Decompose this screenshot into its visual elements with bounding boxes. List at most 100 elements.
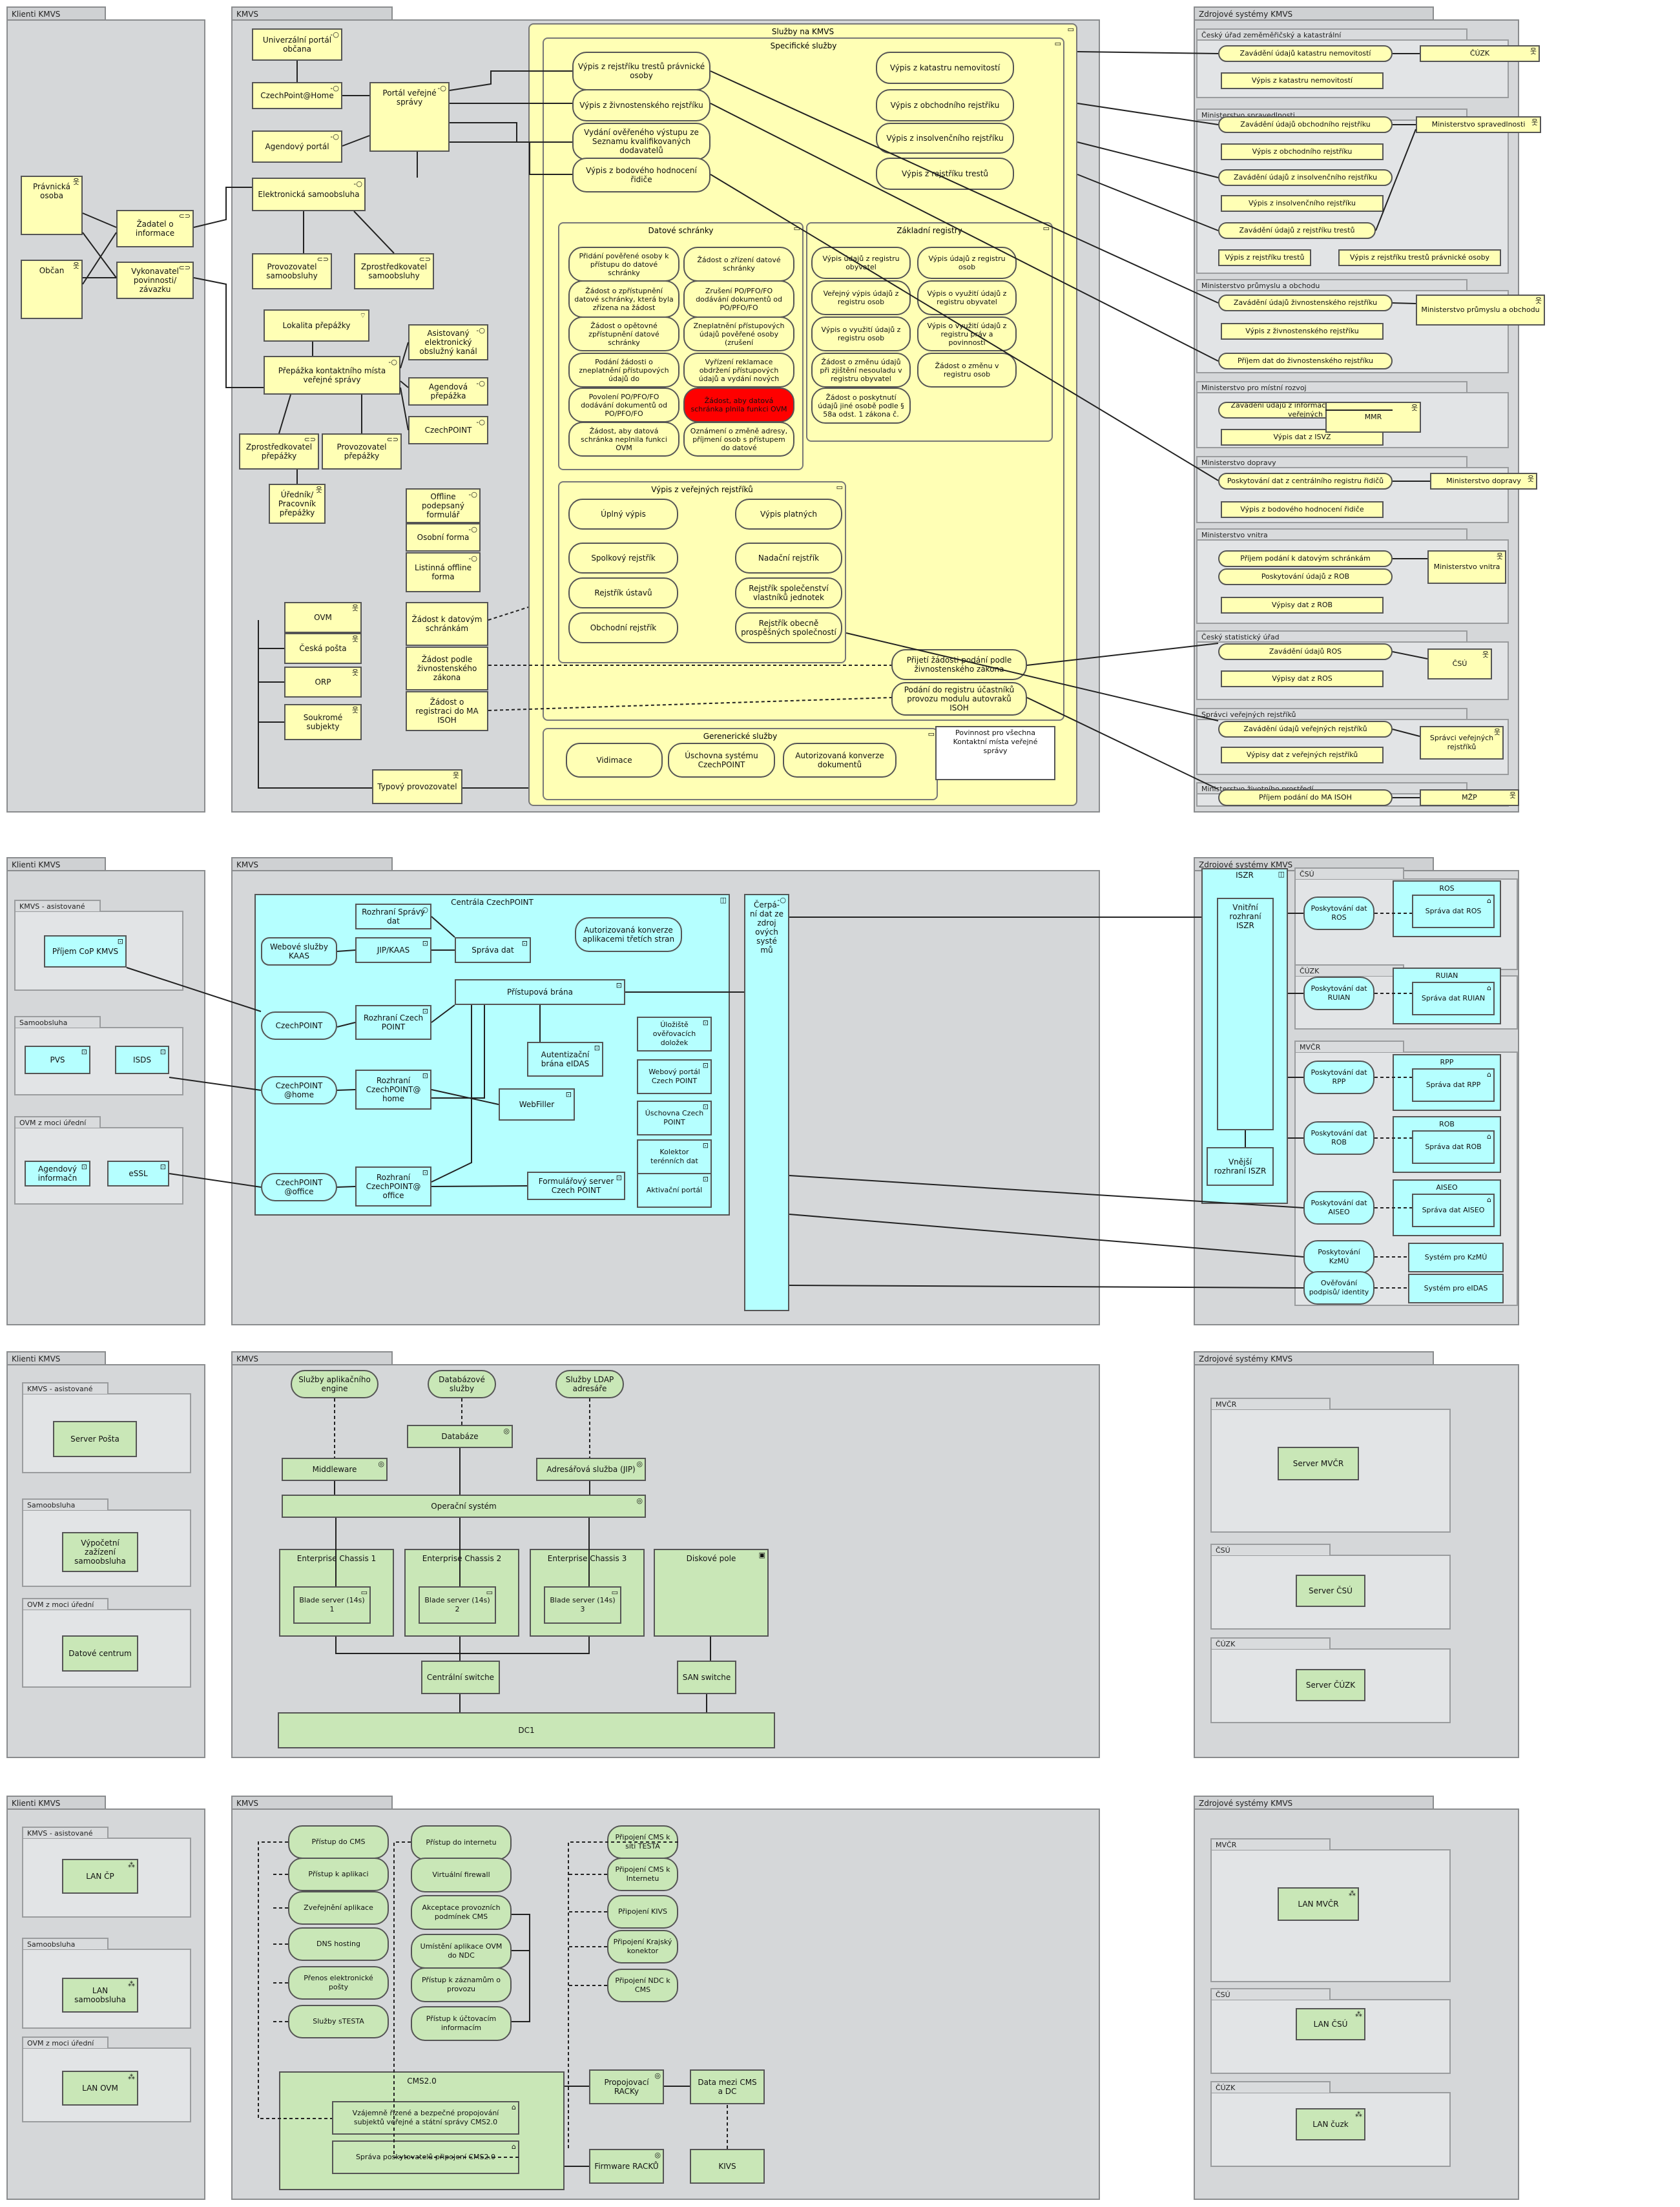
datove-right-4: Žádost, aby datová schránka plnila funkc… <box>683 388 794 422</box>
network-icon: ⁂ <box>1349 1889 1356 1898</box>
tech-cuzk-label: ČÚZK <box>1210 1637 1331 1649</box>
net-col2-1: Virtuální firewall <box>411 1858 512 1892</box>
role-icon: ⊂⊃ <box>178 212 191 220</box>
component-icon: ⊡ <box>521 939 528 948</box>
provozovatel-samoobsluhy: Provozovatel samoobsluhy⊂⊃ <box>252 253 332 289</box>
component-icon: ⊡ <box>702 1175 709 1183</box>
zakladni-right-0: Výpis údajů z registru osob <box>917 247 1017 279</box>
src-7-item-0: Zavádění údajů veřejných rejstříků <box>1218 721 1393 738</box>
src-tab-0: Český úřad zeměměřičský a katastrální <box>1196 28 1467 40</box>
net-col1-2: Zveřejnění aplikace <box>288 1891 389 1925</box>
spec-right-0: Výpis z katastru nemovitostí <box>876 52 1014 84</box>
cerpani-dat: Čerpá- ní dat ze zdroj ových systé mů-○ <box>744 894 789 1311</box>
network-icon: ⁂ <box>128 1861 135 1869</box>
webove-kaas: Webové služby KAAS <box>261 937 337 966</box>
panel-tab-0-2: Zdrojové systémy KMVS <box>1194 6 1434 21</box>
panel-0-0 <box>6 19 205 813</box>
interface-icon: -○ <box>330 132 339 141</box>
src-1-item-0: Zavádění údajů obchodního rejstříku <box>1218 116 1393 133</box>
server-csu: Server ČSÚ <box>1296 1575 1365 1607</box>
vypocetni: Výpočetní zažízení samoobsluha <box>62 1532 138 1572</box>
interface-icon: -○ <box>468 490 477 499</box>
lokalita-prepazky: Lokalita přepážky⌔ <box>264 309 369 342</box>
app-src-svc-5: Poskytování KzMÚ <box>1303 1240 1374 1274</box>
autoriz-konverze: Autorizovaná konverze dokumentů <box>783 743 897 778</box>
app-src-svc-1: Poskytování dat RUIAN <box>1303 977 1374 1010</box>
spec-right-2: Výpis z insolvenčního rejstříku <box>876 123 1014 154</box>
component-icon: ⊡ <box>702 1141 709 1150</box>
component-icon: ⊡ <box>422 939 428 948</box>
net-col1-4: Přenos elektronické pošty <box>288 1966 389 2000</box>
datove-left-2: Žádost o opětovné zpřístupnění datové sc… <box>568 316 679 351</box>
webfiller: WebFiller⊡ <box>499 1088 575 1121</box>
panel-tab-3-0: Klienti KMVS <box>6 1796 106 1810</box>
actor-icon: 웃 <box>315 486 322 494</box>
portal-verejne-spravy: Portál veřejné správy-○ <box>369 82 450 152</box>
net-col1-3: DNS hosting <box>288 1927 389 1961</box>
component-icon: ⊡ <box>117 937 123 946</box>
src-4-item-0: Poskytování dat z centrálního registru ř… <box>1218 473 1393 490</box>
elektronicka-samoobsluha: Elektronická samoobsluha-○ <box>252 178 366 211</box>
src-5-item-0: Příjem podání k datovým schránkám <box>1218 550 1393 567</box>
service-icon: ▭ <box>793 224 800 233</box>
actor-icon: 웃 <box>72 178 79 186</box>
function-icon: ⌂ <box>1487 1132 1491 1141</box>
function-icon: ⌂ <box>512 2142 516 2151</box>
blade-2: Blade server (14s) 3▭ <box>544 1586 621 1624</box>
net-cuzk-label: ČÚZK <box>1210 2081 1331 2093</box>
interface-icon: -○ <box>437 84 446 92</box>
datove-left-4: Povolení PO/PFO/FO dodávání dokumentů od… <box>568 388 679 422</box>
zadost-zivno: Žádost podle živnostenského zákona <box>406 647 488 690</box>
component-icon: ⊡ <box>81 1048 87 1056</box>
net-col2-4: Přístup k záznamům o provozu <box>411 1967 512 2002</box>
network-icon: ⁂ <box>128 1980 135 1988</box>
firmware-racku: Firmware RACKŮ◎ <box>589 2149 664 2184</box>
verejne-left-2: Rejstřík ústavů <box>568 577 678 608</box>
src-4-item-1: Výpis z bodového hodnocení řidiče <box>1221 501 1384 518</box>
role-icon: ⊂⊃ <box>304 435 316 444</box>
location-icon: ⌔ <box>359 311 366 320</box>
lan-ovm: LAN OVM⁂ <box>62 2071 138 2106</box>
povinnost-note: Povinnost pro všechna Kontaktní místa ve… <box>935 726 1055 780</box>
verejne-left-3: Obchodní rejstřík <box>568 612 678 643</box>
interface-icon: -○ <box>476 326 485 335</box>
ldap-sluzby: Služby LDAP adresáře <box>555 1370 624 1398</box>
datove-centrum: Datové centrum <box>62 1635 138 1672</box>
ovm-label: OVM z moci úřední <box>14 1116 101 1128</box>
asistovany-kanal: Asistovaný elektronický obslužný kanál-○ <box>408 324 488 360</box>
autentizacni-brana: Autentizační brána eIDAS⊡ <box>527 1042 603 1077</box>
lan-cuzk: LAN čuzk⁂ <box>1296 2108 1365 2140</box>
osobni-forma: Osobní forma-○ <box>406 523 481 552</box>
artifact-icon: ◎ <box>654 2151 661 2159</box>
server-posta: Server Pošta <box>53 1421 137 1457</box>
datove-left-1: Žádost o zpřístupnění datové schránky, k… <box>568 280 679 318</box>
diskove-pole: Diskové pole▣ <box>654 1549 769 1637</box>
actor-icon: 웃 <box>1531 118 1538 127</box>
kmvs-asistovane-label: KMVS - asistované <box>14 900 101 911</box>
net-col3-4: Připojení NDC k CMS <box>607 1969 678 2002</box>
vzajemne-rizene: Vzájemně řízené a bezpečné propojování s… <box>332 2101 519 2135</box>
autoriz-konverze-app: Autorizovaná konverze aplikacemi třetích… <box>575 917 682 952</box>
net-col1-5: Služby sTESTA <box>288 2005 389 2038</box>
src-0-item-1: Výpis z katastru nemovitostí <box>1221 72 1384 89</box>
server-mvcr: Server MVČR <box>1278 1447 1359 1480</box>
component-icon: ◫ <box>720 896 727 904</box>
actor-icon: 웃 <box>1535 296 1542 305</box>
actor-icon: 웃 <box>1482 650 1489 659</box>
zadost-ma: Žádost o registraci do MA ISOH <box>406 691 488 731</box>
tech-samo-label: Samoobsluha <box>22 1498 109 1510</box>
tech-ovm-label: OVM z moci úřední <box>22 1598 109 1610</box>
app-src-sub-1: Správa dat RUIAN⌂ <box>1412 982 1495 1015</box>
component-icon: ⊡ <box>422 1072 428 1080</box>
network-icon: ⁂ <box>1355 2110 1362 2119</box>
net-ovm-label: OVM z moci úřední <box>22 2036 109 2048</box>
artifact-icon: ◎ <box>503 1427 510 1435</box>
spec-right-1: Výpis z obchodního rejstříku <box>876 89 1014 121</box>
net-mvcr-label: MVČR <box>1210 1838 1331 1850</box>
net-col2-3: Umístění aplikace OVM do NDC <box>411 1934 512 1969</box>
samoobsluha-label: Samoobsluha <box>14 1016 101 1028</box>
zprostredkovatel-prepazky: Zprostředkovatel přepážky⊂⊃ <box>239 433 319 470</box>
